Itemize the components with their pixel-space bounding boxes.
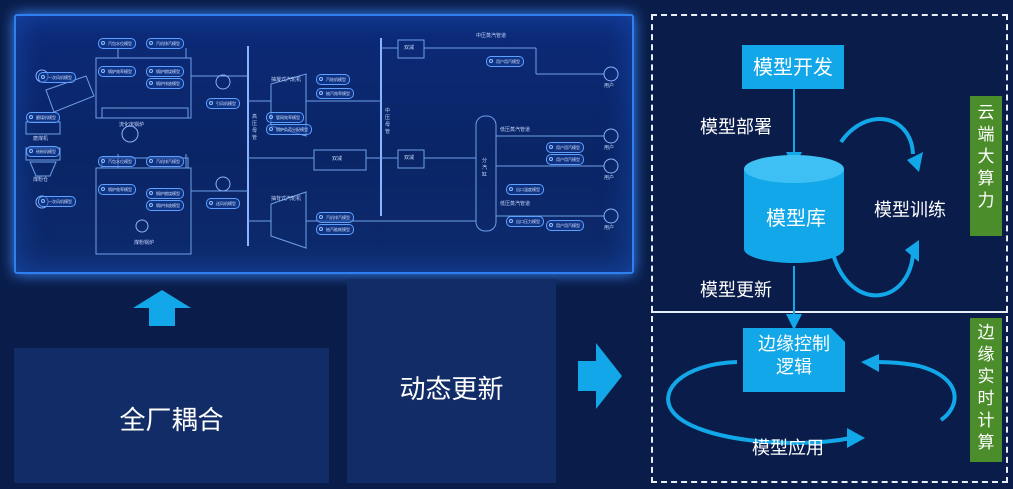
up-arrow-icon (133, 290, 191, 326)
model-tag: 出口压力模型 (506, 216, 544, 227)
model-tag: 汽机排汽模型 (316, 212, 354, 223)
edge-control-line2: 逻辑 (776, 357, 812, 378)
model-tag: 一次风机模型 (38, 196, 76, 207)
model-tag: 用户用汽模型 (546, 220, 584, 231)
model-tag: 用户用汽模型 (546, 154, 584, 165)
model-tag: 锅炉排放模型 (146, 200, 184, 211)
model-tag: 汽机排汽模型 (146, 38, 184, 49)
model-tag: 用户用汽模型 (546, 142, 584, 153)
deploy-label: 模型部署 (700, 117, 772, 138)
tag-char: 实 (977, 367, 995, 387)
model-tag: 锅炉排放模型 (146, 78, 184, 89)
model-dev-box: 模型开发 (742, 45, 844, 89)
desuperheater-2-label: 双减 (332, 156, 343, 162)
coal-bin-label: 煤粉仓 (33, 177, 49, 183)
model-tag: 用户用汽模型 (486, 56, 524, 67)
sub-cylinder-label: 分汽缸 (482, 158, 488, 178)
model-tag: 锅炉燃烧模型 (146, 66, 184, 77)
model-tag: 抽汽能耗模型 (316, 224, 354, 235)
tag-char: 算 (977, 433, 995, 453)
dynamic-update-label: 动态更新 (399, 375, 504, 405)
apply-label: 模型应用 (752, 438, 824, 459)
plant-piping-lines (25, 38, 619, 255)
model-tag: 送风机模型 (206, 198, 240, 209)
edge-control-line1: 边缘控制 (758, 334, 830, 355)
lp-pipe-label: 低压蒸汽管道 (500, 127, 531, 133)
edge-control-box: 边缘控制 逻辑 (743, 333, 845, 379)
cloud-compute-tag: 云 端 大 算 力 (970, 96, 1002, 236)
turbine-1-label: 抽凝式汽轮机 (271, 77, 302, 83)
user-1-label: 用户 (604, 83, 615, 89)
cfb-boiler-label: 流化床锅炉 (119, 122, 145, 128)
model-tag: 锅炉负荷分配模型 (266, 124, 312, 135)
lp-pipe-2-label: 低压蒸汽管道 (500, 201, 531, 207)
model-tag: 引风机模型 (206, 98, 240, 109)
desuperheater-3-label: 双减 (404, 155, 415, 161)
turbine-2-label: 抽背式汽轮机 (271, 196, 302, 202)
model-tag: 抽汽效率模型 (316, 88, 354, 99)
tag-char: 端 (977, 125, 995, 145)
coal-boiler-label: 煤粉锅炉 (134, 240, 155, 246)
desuperheater-1-label: 双减 (404, 45, 415, 51)
model-tag: 汽包水位模型 (98, 38, 136, 49)
plant-process-diagram: 流化床锅炉 煤粉锅炉 磨煤机 煤粉仓 抽凝式汽轮机 抽背式汽轮机 高压母管 中压… (14, 14, 634, 274)
model-tag: 出口温度模型 (506, 184, 544, 195)
user-3-label: 用户 (604, 175, 615, 181)
tag-char: 云 (977, 103, 995, 123)
tag-char: 缘 (977, 345, 995, 365)
edge-compute-tag: 边 缘 实 时 计 算 (970, 318, 1002, 462)
model-tag: 磨煤机模型 (26, 112, 60, 123)
user-4-label: 用户 (604, 225, 615, 231)
tag-char: 算 (977, 169, 995, 189)
tag-char: 大 (977, 147, 995, 167)
tag-char: 计 (977, 411, 995, 431)
train-label: 模型训练 (874, 200, 946, 221)
model-tag: 锅炉效率模型 (98, 184, 136, 195)
model-tag: 锅炉燃烧模型 (146, 188, 184, 199)
model-tag: 给粉机模型 (26, 146, 60, 157)
dynamic-update-block: 动态更新 (347, 279, 556, 483)
model-tag: 汽包水位模型 (98, 156, 136, 167)
model-tag: 管网效率模型 (266, 112, 304, 123)
mp-pipe-label: 中压蒸汽管道 (476, 33, 507, 39)
model-library-label: 模型库 (766, 206, 826, 230)
mp-header-label: 中压母管 (385, 108, 391, 135)
tag-char: 时 (977, 389, 995, 409)
tag-char: 力 (977, 191, 995, 211)
plant-coupling-label: 全厂耦合 (119, 406, 224, 436)
cloud-edge-divider (651, 311, 1008, 313)
hp-header-label: 高压母管 (252, 114, 258, 141)
update-label: 模型更新 (700, 280, 772, 301)
cloud-edge-flow-lines (666, 89, 957, 448)
model-tag: 一次风机模型 (38, 72, 76, 83)
model-tag: 汽轮机模型 (316, 74, 350, 85)
model-dev-label: 模型开发 (753, 55, 833, 79)
tag-char: 边 (977, 323, 995, 343)
mill-label: 磨煤机 (33, 136, 49, 142)
right-arrow-icon (578, 343, 622, 409)
user-2-label: 用户 (604, 145, 615, 151)
model-tag: 锅炉效率模型 (98, 66, 136, 77)
model-tag: 汽机排汽模型 (146, 156, 184, 167)
plant-coupling-block: 全厂耦合 (14, 348, 329, 483)
